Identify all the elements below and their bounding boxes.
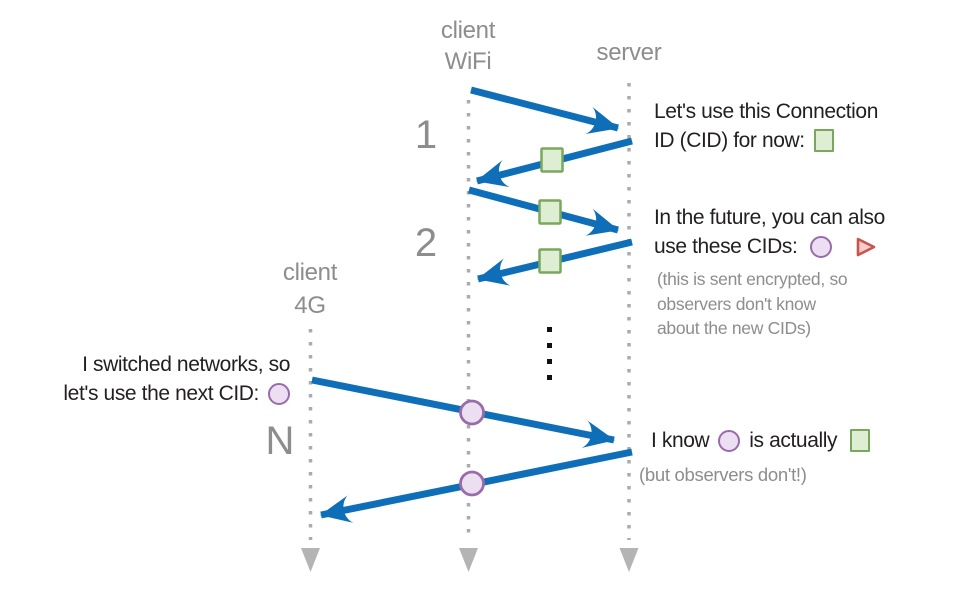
label-server: server [596,39,662,66]
ellipsis-dots [547,327,552,380]
note-encrypted-line3: about the new CIDs) [657,318,811,338]
cid-purple-circle-packet-1 [459,399,485,426]
annotation-msg3-line2: let's use the next CID: [28,379,290,408]
label-client-wifi: client WiFi [408,15,528,77]
annotation-note-observers: (but observers don't!) [639,464,807,485]
annotation-note-encrypted: (this is sent encrypted, so observers do… [657,267,848,341]
annotation-msg2-line1: In the future, you can also [654,206,885,229]
label-client-4g: client 4G [250,256,370,322]
cid-purple-circle-icon [718,429,741,452]
annotation-msg2-line2: use these CIDs: [654,232,885,261]
annotation-msg1-line2: ID (CID) for now: [654,126,878,155]
annotation-msg1: Let's use this Connection ID (CID) for n… [654,97,878,155]
step-number-1: 1 [414,113,438,157]
label-client-wifi-line2: WiFi [444,48,492,75]
cid-purple-circle-icon [268,382,290,405]
cid-red-triangle-icon [854,236,878,258]
note-encrypted-line2: observers don't know [657,293,816,314]
label-client-4g-line1: client [282,259,338,286]
lifeline-end-arrow-4g [301,548,320,572]
step-number-n: N [265,419,295,463]
lifeline-end-arrow-server [619,548,639,572]
step-number-2: 2 [414,221,438,265]
annotation-msg4-line1: I know is actually [651,426,871,455]
annotation-msg3-line1: I switched networks, so [82,353,290,376]
cid-purple-circle-icon [810,235,833,258]
cid-green-square-packet-3 [538,248,562,274]
lifeline-end-arrow-wifi [459,548,478,572]
cid-purple-circle-packet-2 [459,470,485,497]
label-client-4g-line2: 4G [294,292,326,319]
note-encrypted-line1: (this is sent encrypted, so [657,269,848,289]
cid-green-square-packet-2 [538,199,562,225]
annotation-msg3: I switched networks, so let's use the ne… [28,350,290,408]
label-client-wifi-line1: client [440,17,496,44]
cid-green-square-packet-1 [540,147,564,173]
cid-green-square-icon [813,129,834,152]
annotation-msg4: I know is actually [651,426,871,455]
arrow-wifi-to-server-1 [470,86,619,135]
annotation-msg2: In the future, you can also use these CI… [654,203,885,261]
annotation-msg1-line1: Let's use this Connection [654,100,878,123]
cid-green-square-icon [850,429,871,452]
